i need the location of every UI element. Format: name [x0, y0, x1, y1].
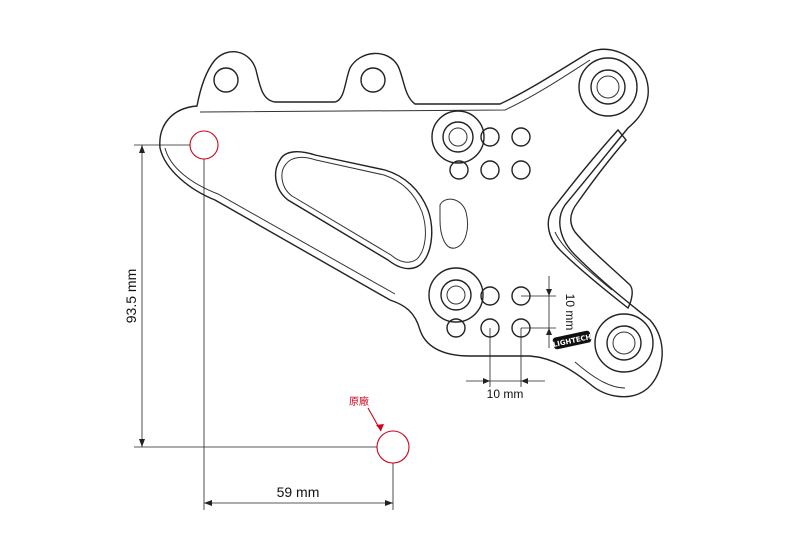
- horizontal-dimension-label: 59 mm: [277, 484, 320, 500]
- adjustment-holes-lower: [446, 286, 531, 338]
- original-position-label: 原廠: [349, 395, 369, 408]
- original-pivot-marker: [376, 430, 410, 464]
- bracket-inner-rim: [164, 59, 626, 389]
- lightening-pocket-inner: [281, 156, 426, 263]
- boss-lower: [428, 267, 484, 323]
- dimension-vertical: 93.5 mm: [123, 144, 377, 448]
- current-pivot-marker: [189, 130, 219, 160]
- pivot-bosses: [428, 57, 654, 373]
- adjustment-holes-upper: [449, 127, 531, 180]
- right-arm-cutout: [547, 128, 633, 310]
- original-position-markers: 原廠: [189, 130, 410, 464]
- hole-spacing-y-label: 10 mm: [563, 294, 577, 331]
- boss-bottom-right: [594, 313, 654, 373]
- original-leader-arrow: [376, 424, 384, 431]
- bracket-outer-outline: [159, 48, 663, 398]
- lightech-logo: LIGHTECH: [552, 330, 592, 350]
- boss-top-right: [578, 57, 638, 117]
- lightening-pocket: [274, 151, 433, 270]
- top-tab-right-hole: [360, 67, 386, 93]
- dimension-horizontal: 59 mm: [203, 159, 394, 510]
- dimension-hole-spacing-y: 10 mm: [521, 276, 577, 348]
- boss-upper: [431, 110, 485, 164]
- vertical-dimension-label: 93.5 mm: [123, 269, 139, 323]
- dimension-hole-spacing-x: 10 mm: [466, 328, 545, 401]
- bracket-body: [159, 48, 663, 398]
- boss-middle-partial: [439, 198, 469, 249]
- hole-spacing-x-label: 10 mm: [487, 387, 524, 401]
- top-tab-left-hole: [213, 67, 239, 93]
